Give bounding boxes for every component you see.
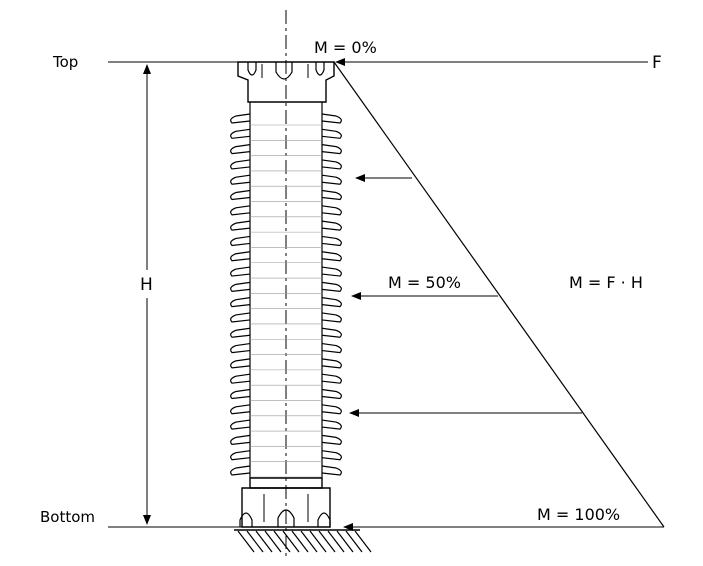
- hatch-line: [291, 530, 309, 553]
- insulator-shed: [230, 312, 342, 323]
- hatch-line: [264, 530, 282, 553]
- hatch-line: [336, 530, 354, 553]
- insulator-shed: [230, 128, 342, 139]
- hatch-line: [282, 530, 300, 553]
- moment-bottom-label: M = 100%: [537, 505, 620, 524]
- hatch-line: [300, 530, 318, 553]
- force-label: F: [652, 53, 662, 73]
- hatch-line: [255, 530, 273, 553]
- insulator-shed: [230, 342, 342, 354]
- moment-mid-label: M = 50%: [388, 273, 461, 292]
- height-label: H: [140, 275, 153, 295]
- insulator-shed: [230, 373, 342, 384]
- insulator-shed: [230, 266, 342, 277]
- insulator-shed: [230, 205, 342, 216]
- hatch-line: [237, 530, 255, 553]
- insulator-shed: [230, 235, 342, 247]
- hatch-line: [318, 530, 336, 553]
- moment-top-label: M = 0%: [314, 38, 377, 57]
- insulator-shed: [230, 113, 342, 124]
- insulator-shed: [230, 174, 342, 185]
- hatch-line: [273, 530, 291, 553]
- insulator-shed: [230, 434, 342, 446]
- ground-hatching: [234, 529, 372, 553]
- insulator-shed: [230, 251, 342, 262]
- insulator-shed: [230, 358, 342, 369]
- insulator-shed: [230, 189, 342, 201]
- insulator-shed: [230, 465, 342, 476]
- moment-formula-label: M = F · H: [569, 273, 643, 292]
- hatch-line: [309, 530, 327, 553]
- insulator-shed: [230, 159, 342, 170]
- insulator-shed: [230, 404, 342, 415]
- bottom-label: Bottom: [40, 508, 95, 526]
- insulator-sheds: [230, 113, 342, 478]
- insulator-shed: [230, 450, 342, 461]
- bottom-base-fitting: [239, 477, 331, 528]
- hatch-line: [246, 530, 264, 553]
- insulator-shed: [230, 327, 342, 338]
- hatch-line: [345, 530, 363, 553]
- insulator-shed: [230, 297, 342, 308]
- moment-distribution-triangle: [333, 61, 665, 528]
- hatch-line: [354, 530, 372, 553]
- insulator-shed: [230, 220, 342, 231]
- insulator-shed: [230, 144, 342, 155]
- top-cap-fitting: [237, 61, 335, 103]
- top-label: Top: [52, 53, 78, 71]
- insulator-shed: [230, 419, 342, 430]
- insulator-shed: [230, 388, 342, 400]
- insulator-shed: [230, 281, 342, 292]
- hatch-line: [327, 530, 345, 553]
